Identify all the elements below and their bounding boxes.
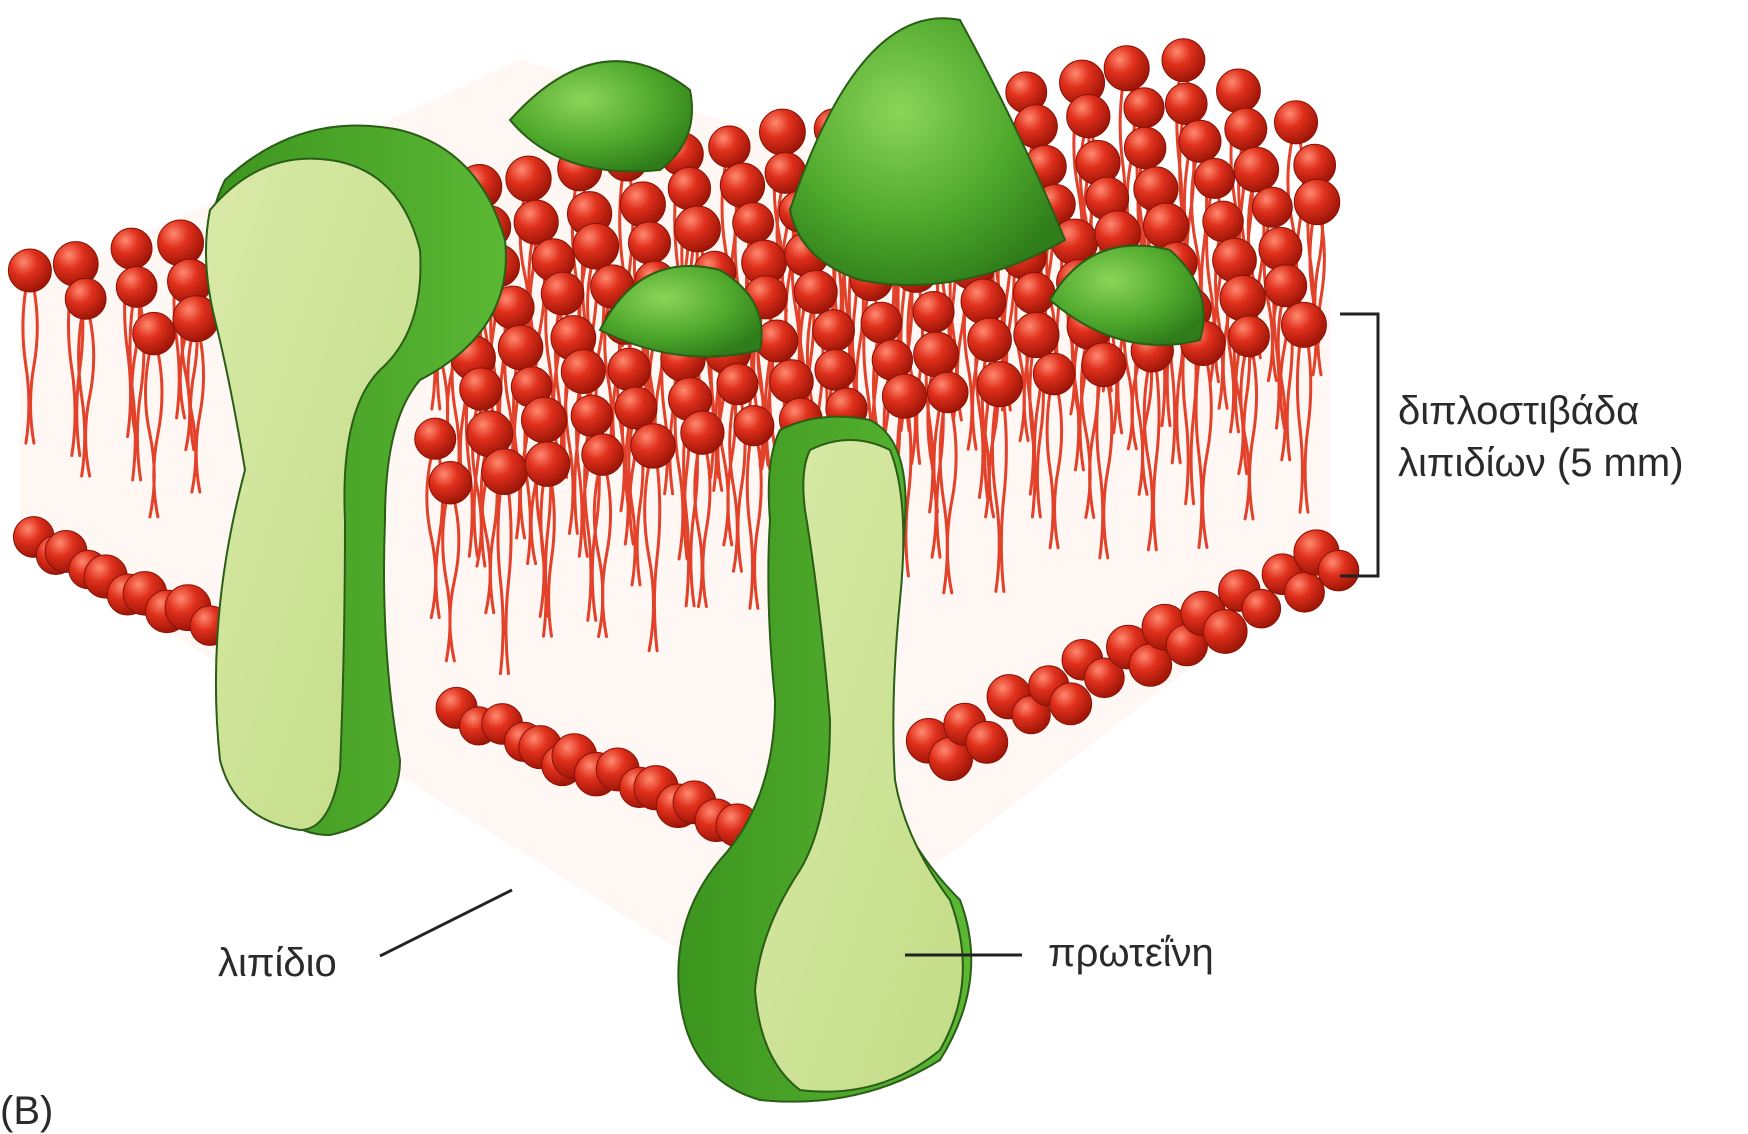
lipid-head [1143, 203, 1188, 248]
lipid-head [720, 163, 764, 207]
lipid-head [733, 202, 774, 243]
lipid-head [1124, 127, 1166, 169]
lipid-head [1165, 83, 1207, 125]
lipid-head [815, 350, 856, 391]
lipid-head [813, 310, 855, 352]
lipid-head [1203, 610, 1247, 654]
lipid-head [8, 249, 51, 292]
lipid-head [717, 364, 758, 405]
lipid-head [1082, 343, 1126, 387]
lipid-head [1265, 265, 1307, 307]
lipid-head [966, 721, 1008, 763]
protein-label: πρωτεΐνη [1048, 930, 1214, 976]
lipid-head [1281, 302, 1326, 347]
lipid-head [615, 387, 657, 429]
protein-cone-top-right [790, 18, 1065, 285]
lipid-head [1104, 46, 1149, 91]
lipid-head [582, 434, 624, 476]
bilayer-bracket [1340, 314, 1378, 576]
lipid-head [1050, 683, 1092, 725]
lipid-head [734, 406, 774, 446]
lipid-head [158, 220, 204, 266]
lipid-head [116, 267, 157, 308]
lipid-head [1067, 95, 1110, 138]
lipid-head [1252, 187, 1292, 227]
lipid-head [498, 325, 543, 370]
lipid-head [525, 442, 570, 487]
lipid-head [861, 302, 902, 343]
lipid-head [1318, 550, 1359, 591]
lipid-head [1124, 88, 1164, 128]
lipid-head [514, 200, 558, 244]
lipid-head [1234, 147, 1279, 192]
lipid-head [571, 395, 612, 436]
lipid-head [1229, 316, 1270, 357]
lipid-head [1217, 69, 1261, 113]
lipid-head [668, 167, 710, 209]
lipid-head [1220, 275, 1265, 320]
lipid-head [914, 332, 959, 377]
bilayer-label-line1: διπλοστιβάδα [1398, 388, 1639, 434]
lipid-head [709, 126, 750, 167]
lipid-head [1242, 589, 1281, 628]
lipid-head [961, 279, 1006, 324]
lipid-head [770, 360, 814, 404]
lipid-head [760, 109, 806, 155]
lipid-head [631, 424, 675, 468]
lipid-head [968, 318, 1012, 362]
lipid-head [1194, 158, 1234, 198]
lipid-head [506, 156, 551, 201]
lipid-head [1203, 201, 1244, 242]
lipid-head [675, 206, 721, 252]
lipid-head [415, 418, 456, 459]
panel-label: (B) [0, 1088, 53, 1134]
lipid-head [1294, 179, 1339, 224]
lipid-head [1213, 238, 1257, 282]
lipid-head [794, 270, 837, 313]
lipid-head [133, 312, 175, 354]
lipid-head [1179, 120, 1221, 162]
lipid-head [1274, 101, 1317, 144]
lipid-head [561, 350, 605, 394]
lipid-head [573, 223, 619, 269]
lipid-head [65, 278, 106, 319]
lipid-head [1162, 39, 1205, 82]
lipid-head [1259, 227, 1302, 270]
lipid-head [620, 182, 665, 227]
lipid-head [460, 368, 502, 410]
lipid-head [977, 362, 1022, 407]
lipid-head [927, 372, 968, 413]
lipid-head [522, 397, 567, 442]
lipid-head [482, 449, 528, 495]
lipid-head [429, 461, 472, 504]
lipid-head [882, 374, 926, 418]
lipid-head [1014, 312, 1059, 357]
lipid-head [628, 222, 670, 264]
lipid-leader-line [380, 890, 512, 956]
lipid-head [1033, 353, 1075, 395]
lipid-label: λιπίδιο [218, 940, 337, 986]
bilayer-label-line2: λιπιδίων (5 mm) [1398, 440, 1684, 486]
lipid-head [1225, 108, 1267, 150]
lipid-head [541, 272, 584, 315]
lipid-head [111, 228, 152, 269]
lipid-head [913, 291, 954, 332]
lipid-head [608, 348, 650, 390]
lipid-head [1013, 272, 1055, 314]
lipid-head [1285, 572, 1325, 612]
lipid-head [681, 411, 724, 454]
